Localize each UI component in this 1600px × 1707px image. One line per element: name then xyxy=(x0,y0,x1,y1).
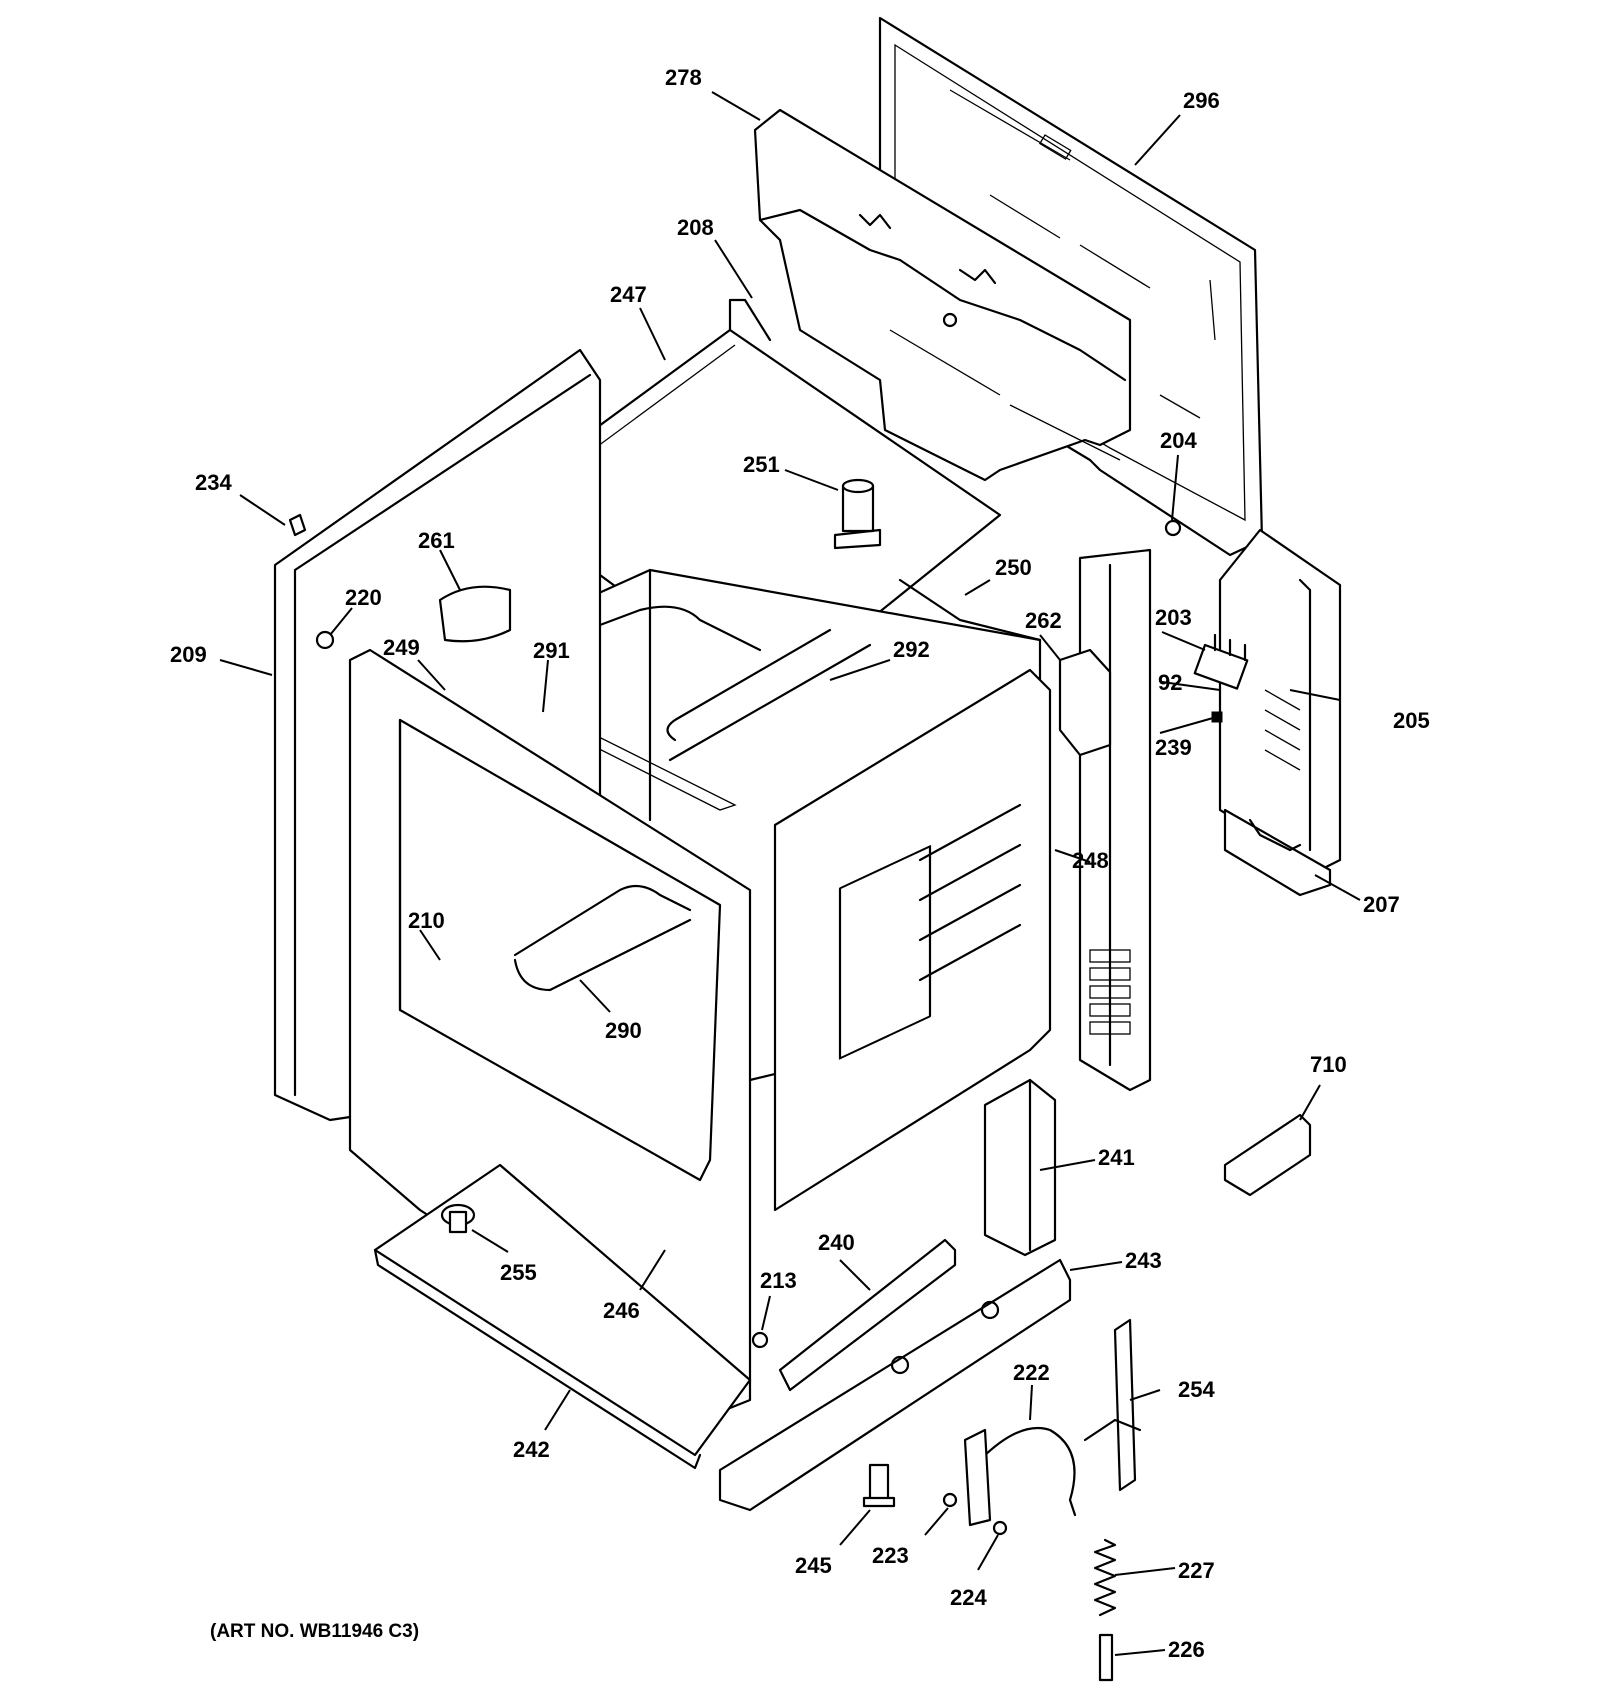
part-262-insulation xyxy=(1058,648,1112,757)
callout-241: 241 xyxy=(1098,1145,1135,1170)
callout-242: 242 xyxy=(513,1437,550,1462)
callout-234: 234 xyxy=(195,470,232,495)
callout-210: 210 xyxy=(408,908,445,933)
part-222-hinge-arm xyxy=(963,1426,1077,1527)
part-278-rear-shield xyxy=(753,108,1132,482)
part-290-element xyxy=(513,884,692,992)
callout-226: 226 xyxy=(1168,1637,1205,1662)
part-224-nut xyxy=(992,1520,1008,1536)
callout-209: 209 xyxy=(170,642,207,667)
callout-208: 208 xyxy=(677,215,714,240)
callout-251: 251 xyxy=(743,452,780,477)
callout-labels: 278 296 208 247 234 251 204 261 220 250 … xyxy=(170,65,1430,1662)
callout-292: 292 xyxy=(893,637,930,662)
callout-204: 204 xyxy=(1160,428,1197,453)
leader-lines xyxy=(219,91,1361,1656)
callout-249: 249 xyxy=(383,635,420,660)
part-204-screw xyxy=(1164,519,1182,537)
callout-239: 239 xyxy=(1155,735,1192,760)
callout-291: 291 xyxy=(533,638,570,663)
callout-240: 240 xyxy=(818,1230,855,1255)
callout-710: 710 xyxy=(1310,1052,1347,1077)
callout-278: 278 xyxy=(665,65,702,90)
callout-243: 243 xyxy=(1125,1248,1162,1273)
callout-224: 224 xyxy=(950,1585,987,1610)
callout-205: 205 xyxy=(1393,708,1430,733)
part-255-knob xyxy=(440,1203,476,1234)
part-227-spring xyxy=(1093,1538,1117,1617)
callout-254: 254 xyxy=(1178,1377,1215,1402)
callout-213: 213 xyxy=(760,1268,797,1293)
callout-261: 261 xyxy=(418,528,455,553)
callout-250: 250 xyxy=(995,555,1032,580)
callout-290: 290 xyxy=(605,1018,642,1043)
part-243-base-rail xyxy=(718,1258,1072,1512)
part-245-leveling-leg xyxy=(862,1463,896,1508)
callout-262: 262 xyxy=(1025,608,1062,633)
part-261-insulation xyxy=(438,585,512,643)
callout-296: 296 xyxy=(1183,88,1220,113)
part-251-tube xyxy=(833,478,882,550)
part-220-nut xyxy=(315,630,335,650)
part-213-screw xyxy=(751,1331,769,1349)
part-223-screw xyxy=(942,1492,958,1508)
part-710-bracket xyxy=(1223,1113,1312,1197)
part-248-side-panel xyxy=(1078,548,1152,1092)
part-205-side-panel xyxy=(1218,528,1342,872)
callout-203: 203 xyxy=(1155,605,1192,630)
callout-248: 248 xyxy=(1072,848,1109,873)
callout-220: 220 xyxy=(345,585,382,610)
part-240-rail xyxy=(778,1238,957,1392)
callout-247: 247 xyxy=(610,282,647,307)
callout-223: 223 xyxy=(872,1543,909,1568)
callout-246: 246 xyxy=(603,1298,640,1323)
part-207-bracket xyxy=(1223,808,1332,897)
callout-222: 222 xyxy=(1013,1360,1050,1385)
callout-207: 207 xyxy=(1363,892,1400,917)
part-239-small-clip xyxy=(1211,711,1223,723)
part-254-hinge xyxy=(1083,1318,1142,1492)
part-242-bottom-panel xyxy=(373,1163,752,1470)
part-234-clip xyxy=(288,513,307,537)
callout-255: 255 xyxy=(500,1260,537,1285)
part-226-link xyxy=(1098,1633,1114,1682)
part-241-upright xyxy=(983,1078,1057,1257)
callout-245: 245 xyxy=(795,1553,832,1578)
part-203-terminal-block xyxy=(1193,633,1249,690)
art-number: (ART NO. WB11946 C3) xyxy=(210,1621,419,1642)
callout-227: 227 xyxy=(1178,1558,1215,1583)
callout-92: 92 xyxy=(1158,670,1182,695)
part-250-cavity-side xyxy=(773,668,1052,1212)
